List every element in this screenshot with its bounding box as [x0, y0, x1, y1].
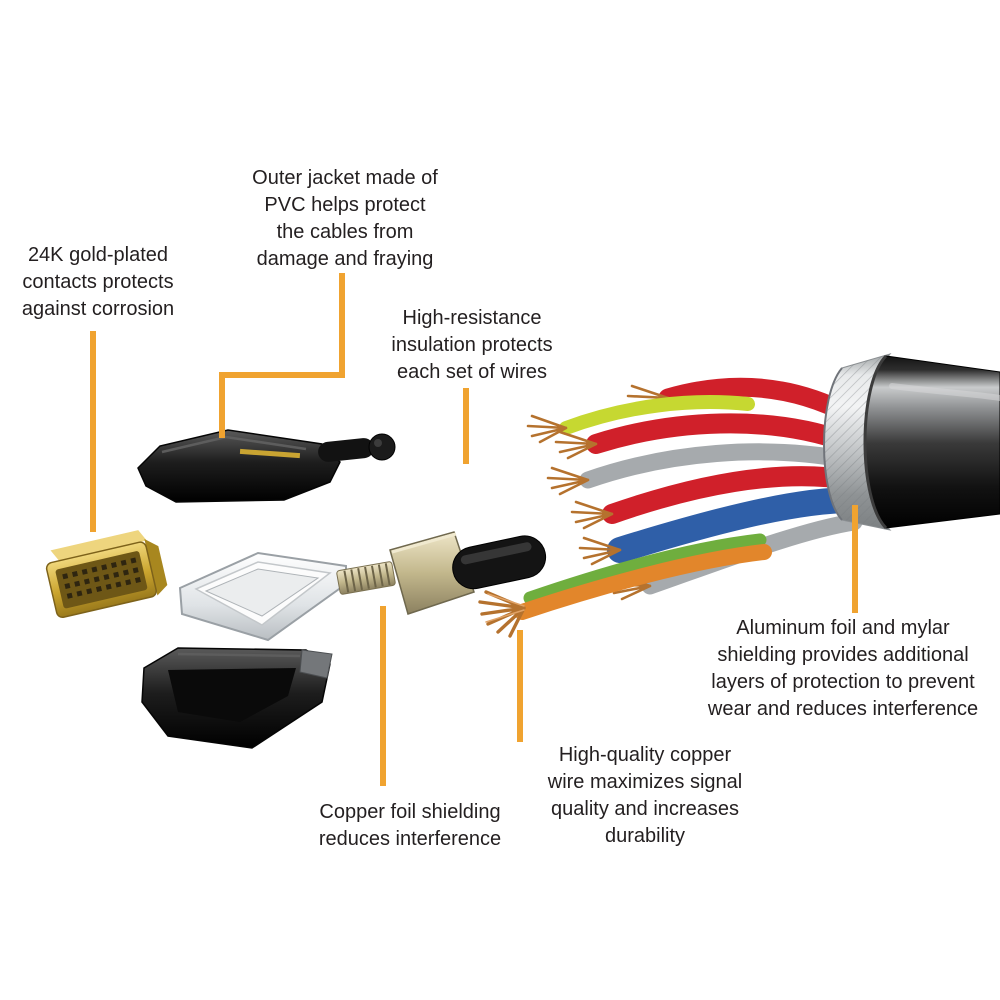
- callout-line-text: contacts protects: [22, 271, 174, 293]
- gray-wire-1: [579, 443, 857, 489]
- callout-line-text: layers of protection to prevent: [711, 671, 975, 693]
- gold-connector: [45, 530, 168, 619]
- callout-line-text: Copper foil shielding: [319, 801, 501, 823]
- callout-line-text: High-resistance: [402, 307, 542, 329]
- leader-line-outer-jacket-drop: [339, 273, 345, 378]
- metal-shell-inner-rim: [204, 568, 320, 617]
- callout-aluminum-foil: Aluminum foil and mylar shielding provid…: [688, 615, 998, 723]
- yellow-green-wire: [559, 395, 755, 435]
- housing-bottom-tab: [299, 649, 333, 679]
- foil-braid-texture: [824, 354, 890, 530]
- leader-line-outer-jacket-across: [219, 372, 345, 378]
- cable-jacket: [863, 354, 1000, 530]
- thumbscrew-rod: [239, 448, 301, 459]
- callout-line-text: reduces interference: [318, 828, 502, 850]
- housing-top-body: [137, 429, 341, 503]
- copper-strands: [554, 430, 598, 460]
- cable-stub-glint: [460, 542, 532, 565]
- ferrule-shell: [389, 531, 475, 615]
- connector-housing-top: [137, 429, 396, 503]
- metal-shell: [178, 551, 347, 642]
- callout-line-text: Outer jacket made of: [252, 167, 438, 189]
- callout-outer-jacket: Outer jacket made of PVC helps protect t…: [215, 165, 475, 273]
- orange-wire: [514, 544, 772, 620]
- copper-strands: [570, 500, 614, 530]
- callout-line-text: High-quality copper: [558, 744, 732, 766]
- ferrule-edge-glint: [391, 532, 457, 554]
- barrel-threads: [343, 563, 391, 593]
- leader-line-gold-contacts: [90, 331, 96, 532]
- cable-stub-top: [318, 438, 374, 462]
- callout-line-text: against corrosion: [21, 298, 175, 320]
- callout-line-text: wire maximizes signal: [547, 771, 743, 793]
- callout-gold-contacts: 24K gold-plated contacts protects agains…: [0, 242, 198, 323]
- red-wire-low: [602, 466, 860, 524]
- jacket-cut-edge: [863, 354, 888, 530]
- callout-insulation: High-resistance insulation protects each…: [352, 305, 592, 386]
- callout-line-text: PVC helps protect: [264, 194, 426, 216]
- jacket-body: [864, 355, 1000, 529]
- leader-line-copper-wire: [517, 630, 523, 742]
- connector-housing-bottom: [141, 647, 333, 749]
- housing-bottom-rim: [177, 652, 301, 658]
- gold-connector-side-face: [144, 539, 168, 596]
- callout-line-text: durability: [604, 825, 686, 847]
- callout-line-text: 24K gold-plated: [27, 244, 169, 266]
- copper-strands: [546, 466, 590, 496]
- foil-edge: [823, 367, 843, 521]
- callout-line-text: Aluminum foil and mylar: [736, 617, 950, 639]
- cable-stub-ferrule: [452, 535, 547, 590]
- callout-line-text: damage and fraying: [256, 248, 434, 270]
- threaded-barrel: [336, 561, 396, 595]
- leader-line-outer-jacket-end: [219, 372, 225, 438]
- pin-grid: [62, 557, 141, 599]
- leader-line-insulation: [463, 388, 469, 464]
- housing-bottom-cavity: [168, 668, 296, 722]
- copper-strands: [578, 536, 622, 566]
- red-wire-mid: [586, 413, 856, 454]
- green-wire: [523, 533, 767, 605]
- leader-line-aluminum-foil: [852, 505, 858, 613]
- callout-line-text: each set of wires: [396, 361, 548, 383]
- cable-stub-top-cap: [368, 433, 396, 461]
- gold-connector-top-face: [50, 530, 147, 561]
- callout-line-text: insulation protects: [391, 334, 553, 356]
- cable-stub-top-glint: [374, 439, 382, 447]
- copper-strands: [626, 384, 670, 414]
- copper-strands: [478, 590, 526, 638]
- blue-wire: [607, 487, 865, 563]
- callout-line-text: quality and increases: [551, 798, 739, 820]
- housing-top-ridge: [161, 435, 307, 454]
- wire-bundle: [478, 377, 865, 638]
- jacket-highlight: [889, 383, 1000, 401]
- foil-shield-ferrule: [336, 531, 547, 615]
- copper-strands: [526, 414, 568, 444]
- callout-copper-wire: High-quality copper wire maximizes signa…: [530, 742, 760, 850]
- callout-line-text: shielding provides additional: [717, 644, 969, 666]
- callout-line-text: the cables from: [276, 221, 414, 243]
- callout-line-text: wear and reduces interference: [707, 698, 979, 720]
- callout-copper-foil: Copper foil shielding reduces interferen…: [300, 799, 520, 853]
- leader-line-copper-foil: [380, 606, 386, 786]
